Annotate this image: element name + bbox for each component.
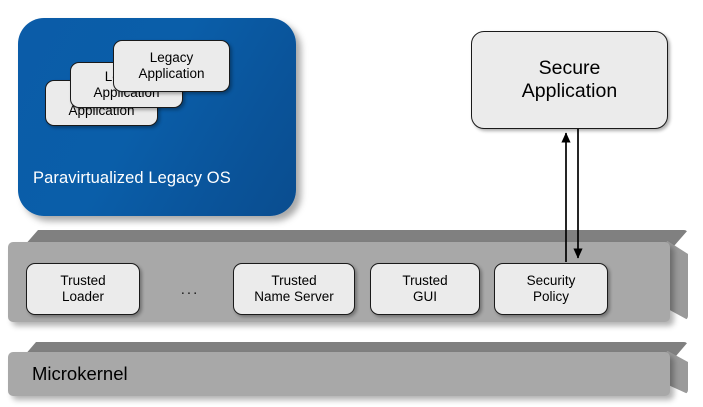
legacy-application-box-front: Legacy Application [113, 40, 230, 92]
services-slab-right-face [666, 240, 688, 320]
services-ellipsis: ... [180, 280, 200, 298]
trusted-loader-box: Trusted Loader [26, 263, 140, 315]
secure-application-box: Secure Application [471, 31, 668, 129]
kernel-slab-right-face [666, 350, 688, 394]
paravirtualized-legacy-os-label: Paravirtualized Legacy OS [33, 169, 231, 187]
kernel-slab-front-face [8, 352, 670, 396]
microkernel-label: Microkernel [32, 363, 128, 384]
trusted-gui-box: Trusted GUI [370, 263, 480, 315]
trusted-name-server-box: Trusted Name Server [233, 263, 355, 315]
microkernel-layer: Microkernel [8, 342, 696, 402]
security-policy-box: Security Policy [494, 263, 608, 315]
